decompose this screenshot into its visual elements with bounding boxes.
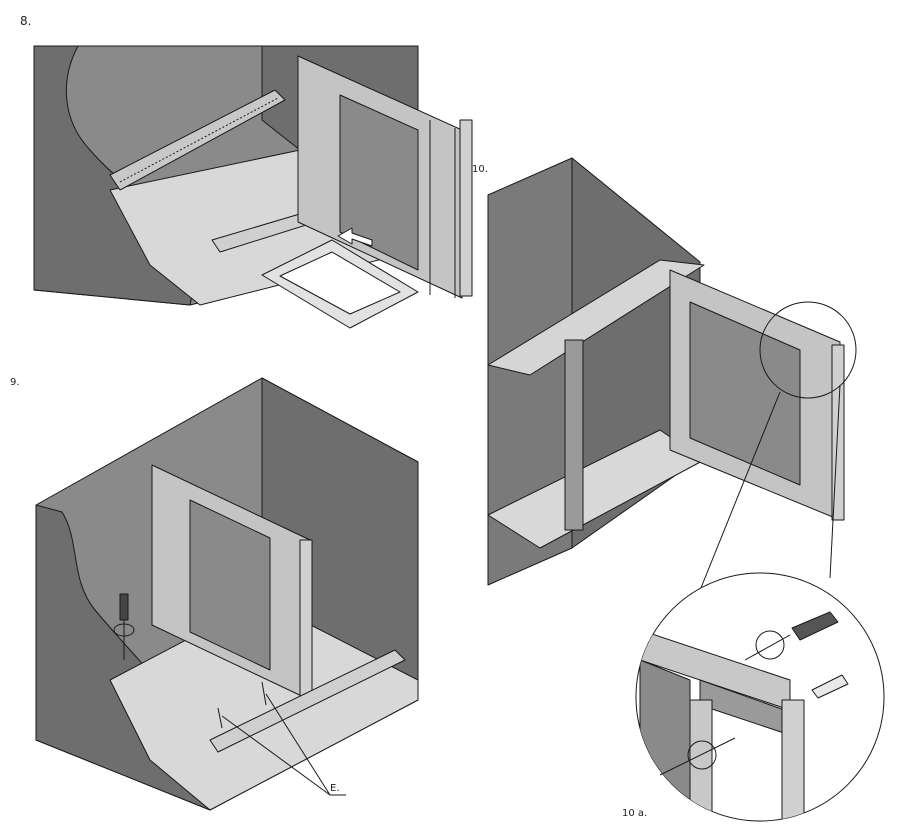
step-8-illustration bbox=[33, 45, 473, 329]
step-10a-illustration bbox=[635, 572, 885, 822]
detail-screwdriver-lower bbox=[659, 737, 736, 776]
detail-leader-1 bbox=[687, 391, 781, 621]
detail-screwdriver bbox=[744, 611, 839, 661]
detail-circle-small bbox=[759, 301, 857, 399]
front-post-10 bbox=[564, 339, 584, 531]
step-10a-label: 10 a. bbox=[622, 808, 648, 819]
detail-post-right bbox=[781, 699, 805, 821]
screwdriver-9 bbox=[113, 593, 135, 660]
frame-9-inner bbox=[189, 499, 271, 671]
step-9-illustration bbox=[35, 377, 419, 811]
detail-dowel bbox=[811, 674, 849, 699]
frame-8-inner bbox=[339, 94, 419, 271]
detail-post-left bbox=[689, 699, 713, 821]
frame-10-inner bbox=[689, 301, 801, 486]
screw-e-1 bbox=[217, 707, 223, 729]
part-e-label: E. bbox=[330, 783, 340, 794]
cabinet-10-top bbox=[487, 259, 705, 376]
step-9-label: 9. bbox=[10, 377, 20, 388]
bottom-rail-9 bbox=[209, 649, 406, 753]
detail-leader-2 bbox=[829, 384, 841, 579]
step-10-illustration bbox=[487, 157, 857, 621]
screw-e-2 bbox=[261, 681, 267, 706]
post-9 bbox=[299, 539, 313, 701]
drawer-slide-8 bbox=[109, 89, 286, 191]
step-10-label: 10. bbox=[472, 164, 488, 175]
post-8 bbox=[459, 119, 473, 297]
leader-line-e-1 bbox=[221, 715, 331, 796]
leader-line-e-2 bbox=[265, 693, 331, 796]
direction-arrow-8 bbox=[337, 227, 373, 247]
step-8-label: 8. bbox=[20, 14, 32, 28]
